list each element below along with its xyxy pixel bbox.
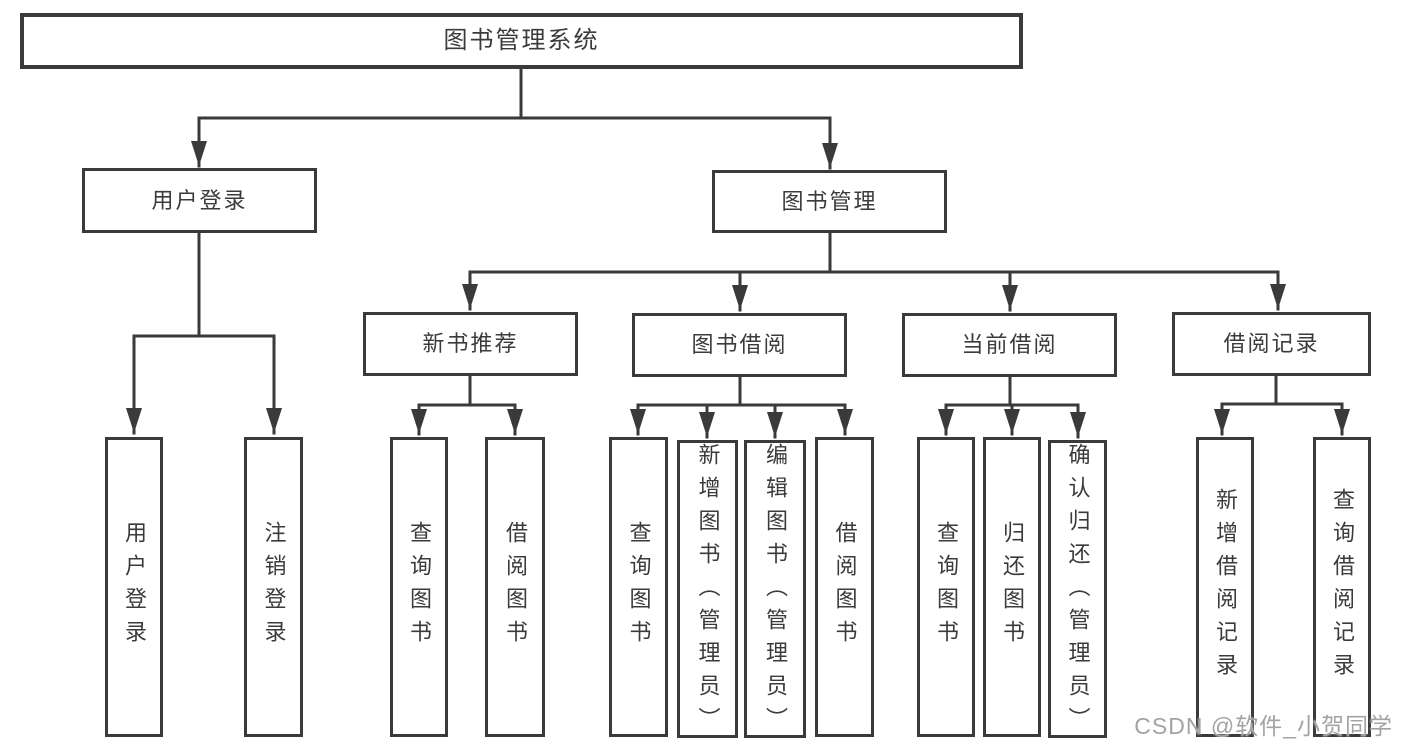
leaf-re-add-record: 新增借阅记录 xyxy=(1196,437,1254,737)
node-new-book-recommend: 新书推荐 xyxy=(363,312,578,376)
node-book-borrow: 图书借阅 xyxy=(632,313,847,377)
node-book-borrow-label: 图书借阅 xyxy=(691,332,788,357)
node-user-login: 用户登录 xyxy=(82,168,317,233)
leaf-cu-query-books-label: 查询图书 xyxy=(934,521,959,653)
node-current-borrow: 当前借阅 xyxy=(902,313,1117,377)
leaf-logout: 注销登录 xyxy=(244,437,303,737)
node-root-label: 图书管理系统 xyxy=(443,27,600,54)
leaf-re-add-record-label: 新增借阅记录 xyxy=(1213,488,1238,686)
leaf-nb-query-books: 查询图书 xyxy=(390,437,448,737)
leaf-cu-return-books-label: 归还图书 xyxy=(1000,521,1025,653)
leaf-cu-confirm-return-admin-label: 确认归还（管理员） xyxy=(1065,443,1091,740)
leaf-nb-borrow-books-label: 借阅图书 xyxy=(503,521,528,653)
leaf-user-login: 用户登录 xyxy=(105,437,163,737)
node-root: 图书管理系统 xyxy=(20,13,1023,69)
node-book-mgmt-label: 图书管理 xyxy=(781,188,878,214)
leaf-br-query-books-label: 查询图书 xyxy=(626,521,652,653)
leaf-br-edit-books-admin: 编辑图书（管理员） xyxy=(744,440,806,740)
leaf-cu-query-books: 查询图书 xyxy=(917,437,975,737)
leaf-br-borrow-books: 借阅图书 xyxy=(815,437,874,737)
leaf-br-borrow-books-label: 借阅图书 xyxy=(832,521,858,653)
node-borrow-records-label: 借阅记录 xyxy=(1223,331,1320,356)
leaf-br-edit-books-admin-label: 编辑图书（管理员） xyxy=(763,443,788,740)
leaf-logout-label: 注销登录 xyxy=(261,521,287,653)
leaf-re-query-record-label: 查询借阅记录 xyxy=(1330,488,1355,686)
leaf-br-add-books-admin-label: 新增图书（管理员） xyxy=(695,443,721,740)
leaf-nb-borrow-books: 借阅图书 xyxy=(485,437,545,737)
leaf-cu-return-books: 归还图书 xyxy=(983,437,1041,737)
leaf-nb-query-books-label: 查询图书 xyxy=(407,521,432,653)
node-book-mgmt: 图书管理 xyxy=(712,170,947,233)
node-new-book-recommend-label: 新书推荐 xyxy=(422,331,519,356)
leaf-user-login-label: 用户登录 xyxy=(122,521,147,653)
node-borrow-records: 借阅记录 xyxy=(1172,312,1371,376)
node-user-login-label: 用户登录 xyxy=(151,187,248,213)
leaf-br-add-books-admin: 新增图书（管理员） xyxy=(677,440,738,740)
csdn-watermark: CSDN @软件_小贺同学 xyxy=(1134,713,1393,739)
leaf-re-query-record: 查询借阅记录 xyxy=(1313,437,1371,737)
leaf-cu-confirm-return-admin: 确认归还（管理员） xyxy=(1048,440,1107,740)
leaf-br-query-books: 查询图书 xyxy=(609,437,668,737)
node-current-borrow-label: 当前借阅 xyxy=(961,332,1058,357)
